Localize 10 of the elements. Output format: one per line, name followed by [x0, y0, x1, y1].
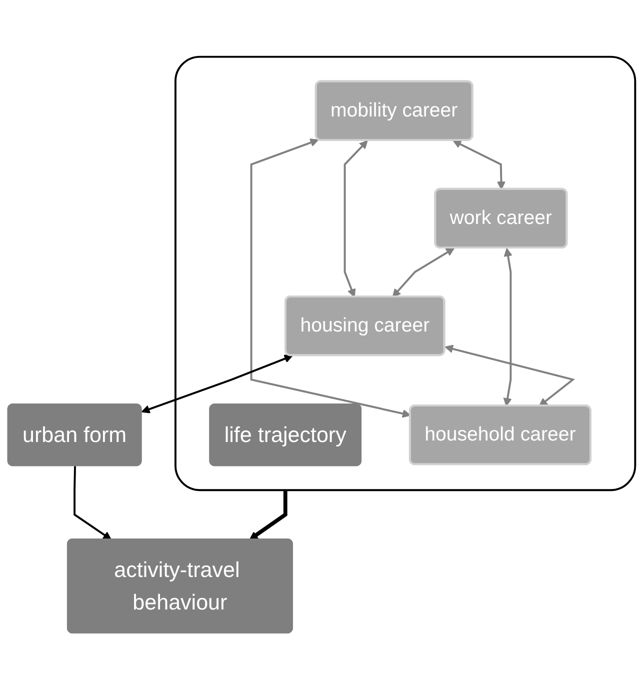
- arrow: [74, 466, 112, 540]
- arrow: [141, 354, 293, 413]
- arrow: [249, 490, 288, 540]
- arrow: [503, 248, 512, 406]
- arrow: [444, 344, 576, 406]
- arrow: [452, 140, 506, 190]
- arrow: [344, 140, 368, 297]
- cluster: [174, 55, 636, 491]
- arrow: [392, 247, 455, 297]
- arrow: [250, 138, 411, 418]
